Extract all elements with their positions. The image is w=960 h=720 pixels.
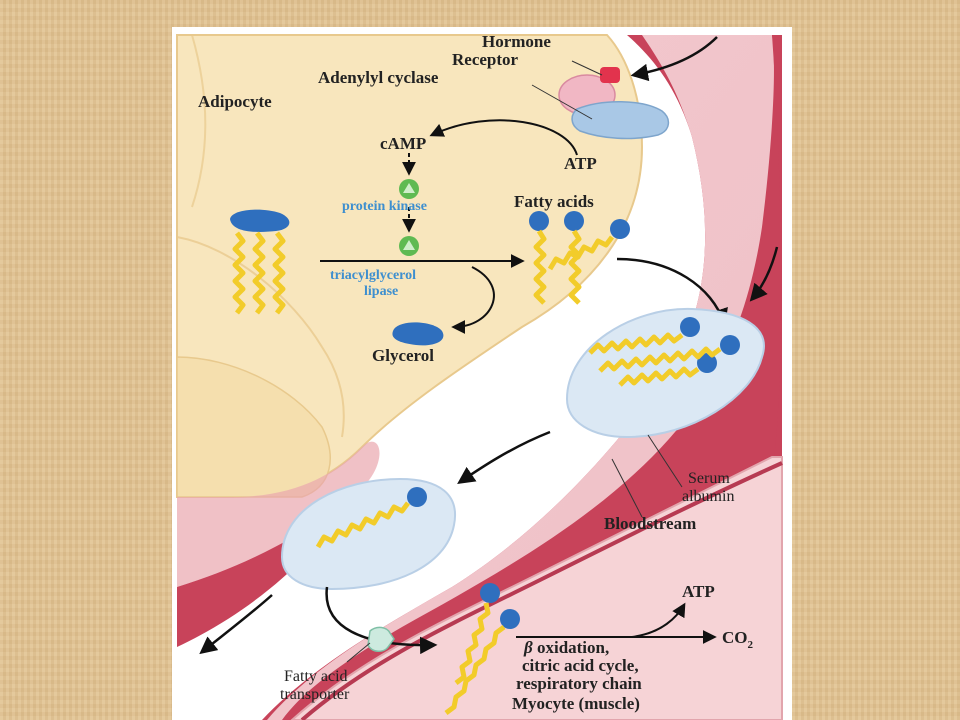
atp-to-camp-arrow — [429, 119, 578, 156]
label-tag-lipase-2: lipase — [364, 284, 398, 299]
label-citric-acid-cycle: citric acid cycle, — [522, 656, 639, 675]
label-albumin: albumin — [682, 488, 734, 505]
label-respiratory-chain: respiratory chain — [516, 674, 642, 693]
label-camp: cAMP — [380, 134, 426, 153]
lipolysis-diagram: Hormone Receptor Adenylyl cyclase Adipoc… — [176, 32, 783, 720]
label-fatty-acid-transporter-2: transporter — [280, 686, 350, 703]
blood-flow-arrow-bottom — [199, 594, 273, 655]
label-beta-oxidation: β oxidation, — [523, 638, 609, 657]
figure-panel: Hormone Receptor Adenylyl cyclase Adipoc… — [172, 27, 792, 720]
label-co2: CO2 — [722, 628, 754, 651]
adenylyl-cyclase-shape — [571, 101, 670, 140]
label-protein-kinase: protein kinase — [342, 199, 427, 214]
bloodstream-leader — [611, 458, 643, 518]
hormone-shape — [600, 67, 620, 83]
glycerol-molecule — [392, 322, 444, 346]
label-myocyte: Myocyte (muscle) — [512, 694, 640, 713]
label-atp-top: ATP — [564, 154, 597, 173]
label-fatty-acid-transporter-1: Fatty acid — [284, 668, 348, 685]
label-adipocyte: Adipocyte — [198, 92, 272, 111]
hormone-arrow — [630, 36, 718, 82]
label-glycerol: Glycerol — [372, 346, 434, 365]
label-atp-right: ATP — [682, 582, 715, 601]
kinase-top-triangle — [403, 183, 415, 193]
receptor-leader — [571, 60, 603, 76]
cyclase-leader — [531, 84, 593, 120]
label-hormone: Hormone — [482, 32, 551, 51]
fatty-acids-group — [529, 211, 630, 305]
serum-albumin-upper — [565, 307, 765, 439]
label-adenylyl-cyclase: Adenylyl cyclase — [318, 68, 439, 87]
myocyte-fatty-acids — [444, 583, 520, 715]
fatty-acid-transporter-shape — [367, 626, 395, 652]
label-bloodstream: Bloodstream — [604, 514, 696, 533]
albumin-to-myocyte-arrow — [325, 586, 438, 655]
myocyte-membrane — [300, 461, 783, 720]
serum-albumin-lower — [280, 477, 457, 591]
blood-flow-arrow-top — [749, 246, 779, 302]
transporter-leader — [346, 642, 371, 663]
label-receptor: Receptor — [452, 50, 519, 69]
glycerol-release-arrow — [451, 266, 495, 334]
atp-production-arrow — [631, 602, 686, 638]
triacylglycerol-molecule — [230, 209, 290, 315]
label-tag-lipase-1: triacylglycerol — [330, 268, 416, 283]
albumin-to-albumin-arrow — [457, 430, 551, 484]
label-serum: Serum — [688, 470, 730, 487]
serum-albumin-leader — [647, 434, 683, 488]
label-fatty-acids: Fatty acids — [514, 192, 594, 211]
kinase-lower-triangle — [403, 240, 415, 250]
